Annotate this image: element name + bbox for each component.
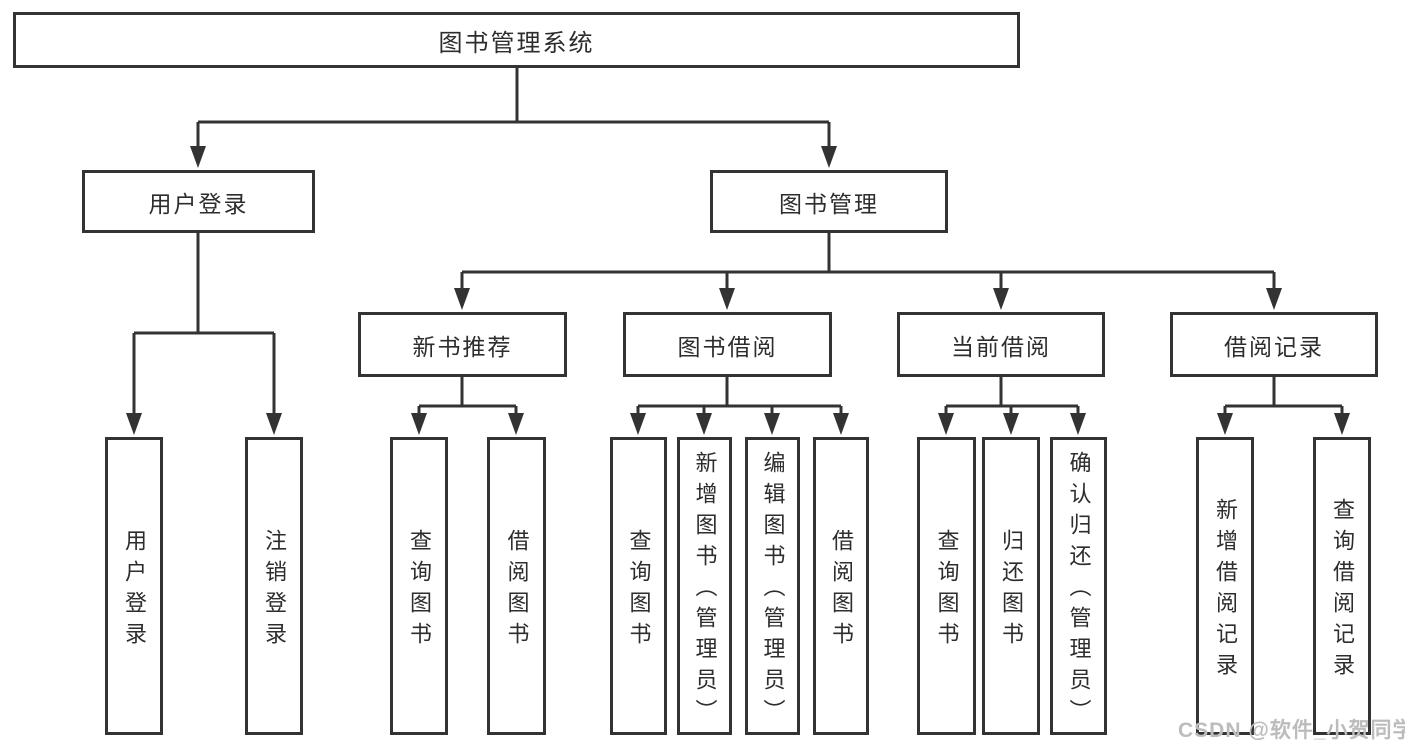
arrowheads (126, 146, 1350, 435)
node-label: 图书管理系统 (438, 29, 595, 57)
node-label: 新增图书（管理员） (692, 451, 718, 730)
node-label: 查询借阅记录 (1330, 497, 1355, 684)
node-leaf-confirm-return-admin: 确认归还（管理员） (1050, 437, 1107, 735)
node-leaf-user-login: 用户登录 (105, 437, 163, 735)
node-leaf-query-book-2: 查询图书 (610, 437, 667, 735)
node-label: 注销登录 (262, 528, 287, 653)
node-leaf-add-book-admin: 新增图书（管理员） (677, 437, 732, 735)
csdn-watermark: CSDN @软件_小贺同学 (1178, 719, 1405, 742)
node-root-library-system: 图书管理系统 (13, 12, 1020, 68)
node-leaf-query-book-1: 查询图书 (390, 437, 448, 735)
node-label: 图书管理 (779, 190, 879, 217)
node-label: 图书借阅 (677, 333, 778, 360)
node-leaf-return-book: 归还图书 (982, 437, 1040, 735)
node-leaf-edit-book-admin: 编辑图书（管理员） (745, 437, 800, 735)
node-label: 查询图书 (626, 528, 652, 653)
node-label: 查询图书 (407, 528, 432, 653)
node-branch-book-management: 图书管理 (710, 170, 948, 233)
node-leaf-borrow-book-1: 借阅图书 (487, 437, 546, 735)
node-label: 归还图书 (999, 528, 1024, 653)
node-label: 新书推荐 (412, 333, 513, 360)
node-cat-current-borrowing: 当前借阅 (897, 312, 1105, 377)
node-leaf-query-book-3: 查询图书 (917, 437, 976, 735)
node-label: 借阅图书 (504, 528, 530, 653)
node-label: 编辑图书（管理员） (760, 451, 786, 730)
node-label: 用户登录 (122, 528, 147, 653)
node-cat-borrow-records: 借阅记录 (1170, 312, 1378, 377)
node-leaf-borrow-book-2: 借阅图书 (813, 437, 869, 735)
node-label: 查询图书 (934, 528, 960, 653)
node-label: 当前借阅 (951, 333, 1051, 360)
node-leaf-add-borrow-record: 新增借阅记录 (1196, 437, 1254, 735)
node-cat-new-book-recommend: 新书推荐 (358, 312, 567, 377)
node-label: 借阅图书 (829, 528, 854, 653)
node-label: 新增借阅记录 (1213, 497, 1238, 684)
node-label: 用户登录 (148, 190, 249, 217)
node-label: 借阅记录 (1224, 333, 1324, 360)
node-label: 确认归还（管理员） (1066, 451, 1092, 730)
node-leaf-logout: 注销登录 (245, 437, 303, 735)
node-leaf-query-borrow-record: 查询借阅记录 (1313, 437, 1371, 735)
node-cat-book-borrowing: 图书借阅 (623, 312, 832, 377)
node-branch-user-login: 用户登录 (82, 170, 315, 233)
